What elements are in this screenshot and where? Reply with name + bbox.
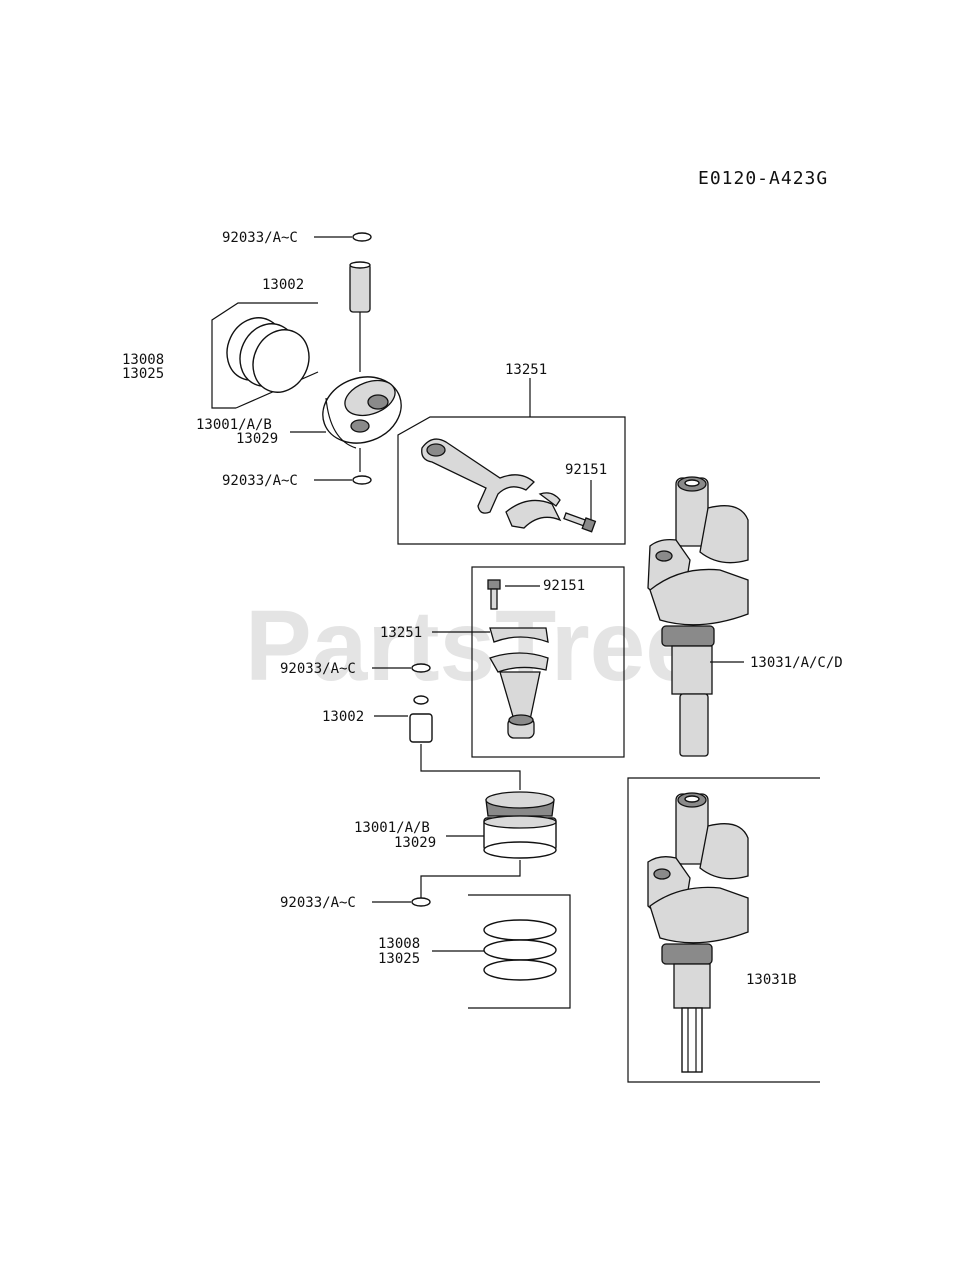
conrod-mid[interactable] xyxy=(489,627,549,739)
label-ring-set-top-a: 13008 xyxy=(122,352,164,368)
conrod-top-group: 13251 92151 xyxy=(397,362,626,545)
label-conrod-mid: 13251 xyxy=(380,625,422,641)
piston-pin-top[interactable] xyxy=(349,263,371,313)
label-piston-top-b: 13029 xyxy=(236,431,278,447)
piston-pin-bottom[interactable] xyxy=(409,695,433,743)
bottom-piston-group: 92033/A~C 13002 13001/A/B 13029 92033/A~… xyxy=(280,661,571,1009)
label-piston-pin-top: 13002 xyxy=(262,277,304,293)
label-snap-ring-bottom-2: 92033/A~C xyxy=(280,895,356,911)
piston-rings-bottom[interactable] xyxy=(483,919,557,981)
piston-top[interactable] xyxy=(313,366,410,454)
label-ring-set-bottom-b: 13025 xyxy=(378,951,420,967)
bolt-mid[interactable] xyxy=(487,579,501,610)
snap-ring-bottom-1[interactable] xyxy=(411,663,431,673)
crankshaft-main[interactable] xyxy=(647,476,749,757)
label-bolt-mid: 92151 xyxy=(543,578,585,594)
label-piston-pin-bottom: 13002 xyxy=(322,709,364,725)
piston-bottom[interactable] xyxy=(483,791,557,859)
watermark: PartsTree xyxy=(245,590,701,702)
label-conrod-top: 13251 xyxy=(505,362,547,378)
label-snap-ring-top-2: 92033/A~C xyxy=(222,473,298,489)
label-snap-ring-bottom-1: 92033/A~C xyxy=(280,661,356,677)
top-piston-group: 92033/A~C 13002 13008 13025 13001/A/B 13… xyxy=(122,230,410,489)
label-piston-top-a: 13001/A/B xyxy=(196,417,272,433)
snap-ring-bottom-2[interactable] xyxy=(411,897,431,907)
label-piston-bottom-b: 13029 xyxy=(394,835,436,851)
snap-ring-top-2[interactable] xyxy=(352,475,372,485)
label-snap-ring-top-1: 92033/A~C xyxy=(222,230,298,246)
bolt-top[interactable] xyxy=(563,512,597,533)
label-ring-set-bottom-a: 13008 xyxy=(378,936,420,952)
conrod-mid-group: 92151 13251 xyxy=(380,566,625,758)
crankshaft-b[interactable] xyxy=(647,792,749,1073)
piston-rings-top[interactable] xyxy=(217,309,319,402)
label-ring-set-top-b: 13025 xyxy=(122,366,164,382)
diagram-code: E0120-A423G xyxy=(698,168,828,189)
label-piston-bottom-a: 13001/A/B xyxy=(354,820,430,836)
snap-ring-top-1[interactable] xyxy=(352,232,372,242)
label-crankshaft-main: 13031/A/C/D xyxy=(750,655,843,671)
label-bolt-top: 92151 xyxy=(565,462,607,478)
conrod-top[interactable] xyxy=(421,438,562,529)
label-crankshaft-b: 13031B xyxy=(746,972,797,988)
